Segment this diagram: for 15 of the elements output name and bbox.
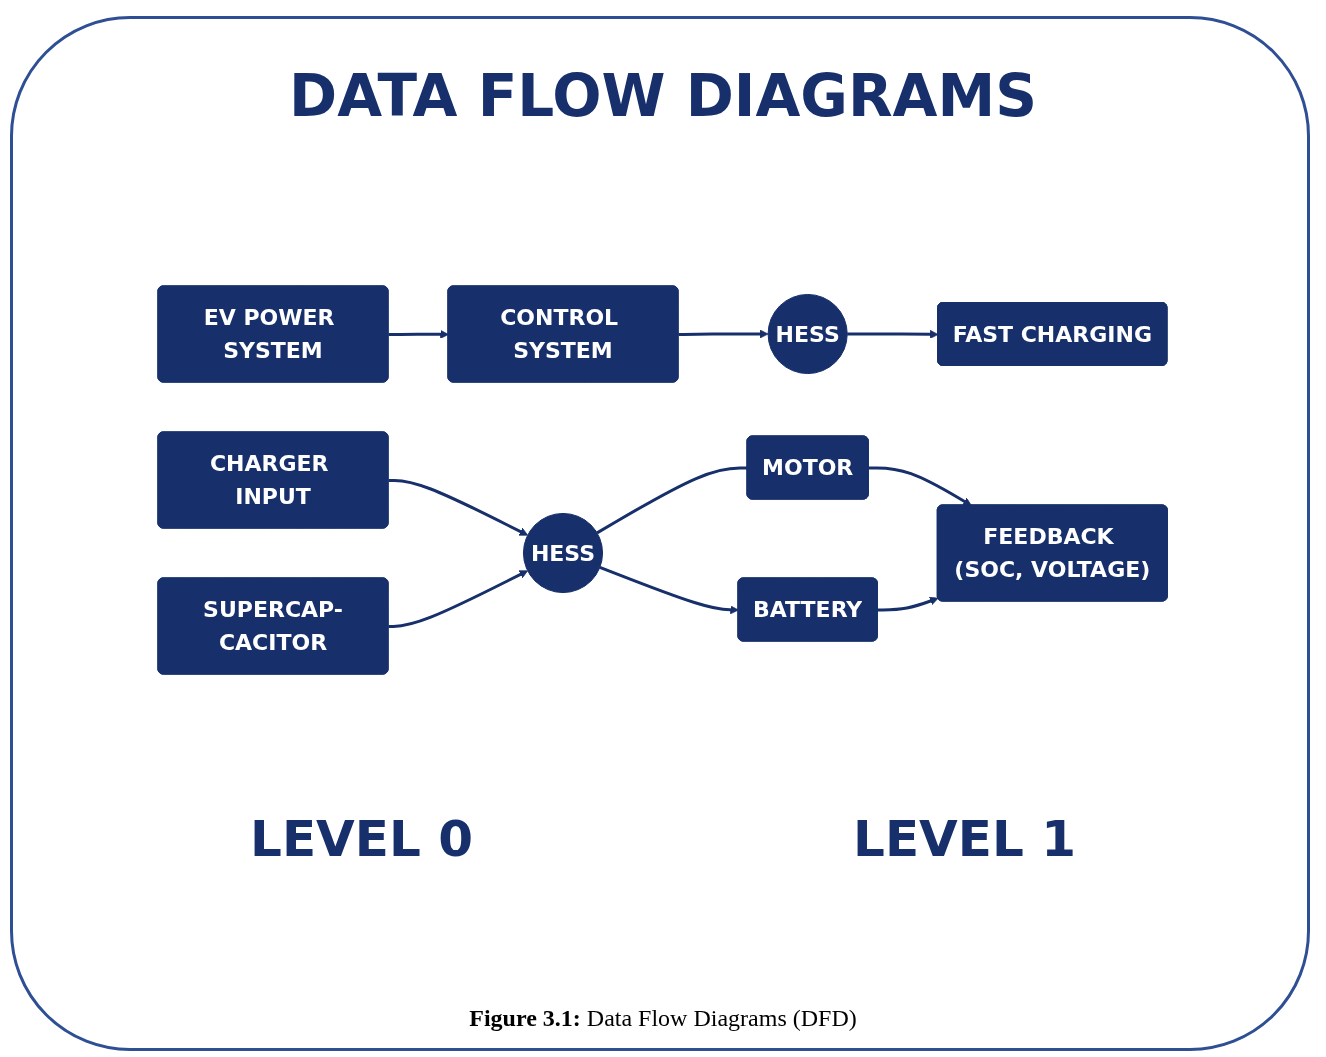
arrow xyxy=(878,596,939,612)
connector xyxy=(596,466,748,535)
node-circle: HESS xyxy=(523,512,604,594)
level-label: LEVEL 1 xyxy=(853,810,1076,868)
arrow xyxy=(388,329,450,339)
arrow xyxy=(869,466,973,506)
arrow xyxy=(388,478,529,536)
node-circle: HESS xyxy=(767,293,849,375)
arrow xyxy=(678,329,769,339)
arrow xyxy=(388,570,529,628)
diagram-title: DATA FLOW DIAGRAMS xyxy=(288,62,1038,130)
figure-caption: Figure 3.1: Data Flow Diagrams (DFD) xyxy=(468,1005,858,1032)
level-label: LEVEL 0 xyxy=(250,810,473,868)
arrow xyxy=(599,565,740,615)
arrow xyxy=(847,329,939,339)
